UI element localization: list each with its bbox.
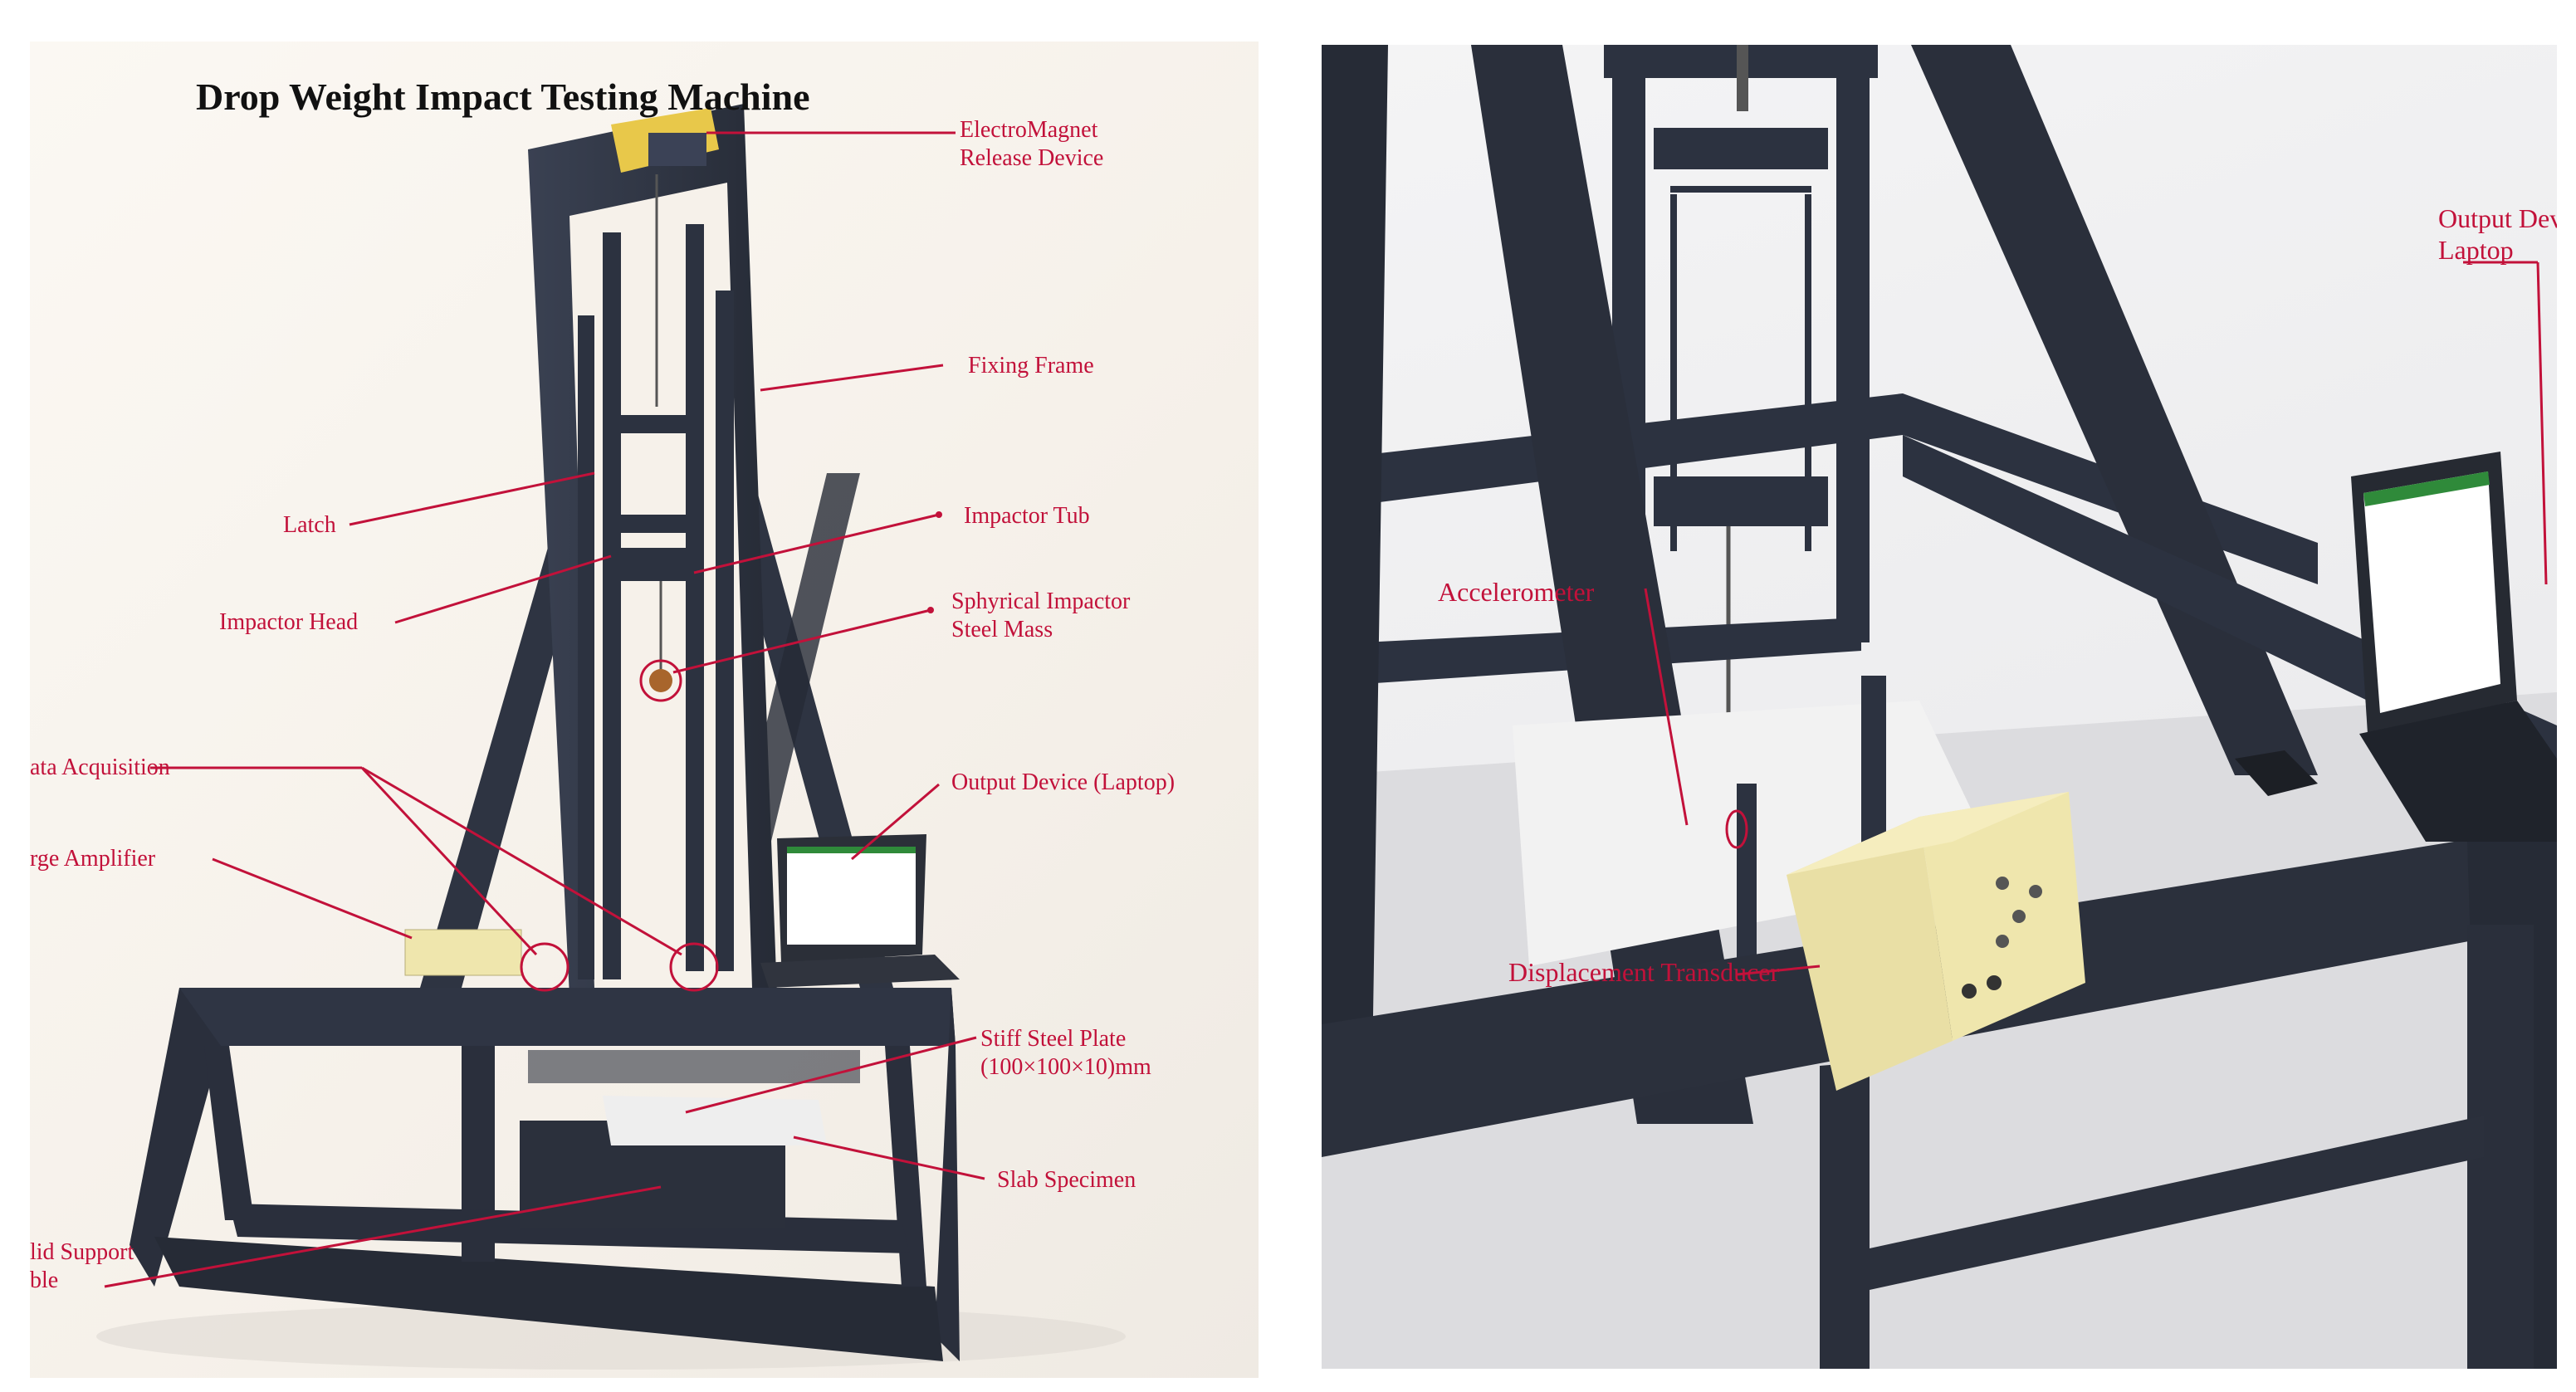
- output-label-line2: Laptop: [2438, 235, 2514, 265]
- steel-plate-label: Stiff Steel Plate (100×100×10)mm: [980, 1025, 1151, 1082]
- support-label-line2: ble: [30, 1267, 59, 1293]
- charge-amplifier-label: rge Amplifier: [30, 846, 156, 872]
- electromagnet-label-line1: ElectroMagnet: [960, 117, 1098, 143]
- support-table-label: lid Support ble: [30, 1238, 134, 1295]
- impactor-tub-label: Impactor Tub: [964, 503, 1090, 529]
- accelerometer-label: Accelerometer: [1438, 577, 1595, 607]
- spherical-label-line1: Sphyrical Impactor: [951, 589, 1131, 614]
- latch-label: Latch: [283, 512, 336, 538]
- right-machine-drawing: [1322, 45, 2557, 1369]
- output-label-line1: Output Device: [2438, 203, 2557, 233]
- output-device-label: Output Device (Laptop): [951, 769, 1176, 795]
- electromagnet-label-line2: Release Device: [960, 145, 1104, 171]
- left-panel: Drop Weight Impact Testing Machine Elect…: [30, 42, 1259, 1378]
- spherical-label-line2: Steel Mass: [951, 617, 1053, 642]
- fixing-frame-label: Fixing Frame: [968, 353, 1094, 379]
- steel-plate-line2: (100×100×10)mm: [980, 1054, 1151, 1080]
- right-panel: Output Device Laptop Accelerometer Displ…: [1322, 45, 2557, 1369]
- spherical-impactor-label: Sphyrical Impactor Steel Mass: [951, 588, 1130, 644]
- electromagnet-release-label: ElectroMagnet Release Device: [960, 116, 1103, 173]
- support-label-line1: lid Support: [30, 1239, 134, 1265]
- data-acquisition-label: ata Acquisition: [30, 755, 170, 780]
- steel-plate-line1: Stiff Steel Plate: [980, 1026, 1127, 1052]
- figure-title: Drop Weight Impact Testing Machine: [196, 76, 810, 118]
- output-device-laptop-label: Output Device Laptop: [2438, 203, 2557, 266]
- left-machine-drawing: [96, 104, 1126, 1370]
- displacement-transducer-label: Displacement Transducer: [1508, 957, 1780, 987]
- impactor-head-label: Impactor Head: [219, 609, 359, 635]
- slab-specimen-label: Slab Specimen: [997, 1167, 1136, 1193]
